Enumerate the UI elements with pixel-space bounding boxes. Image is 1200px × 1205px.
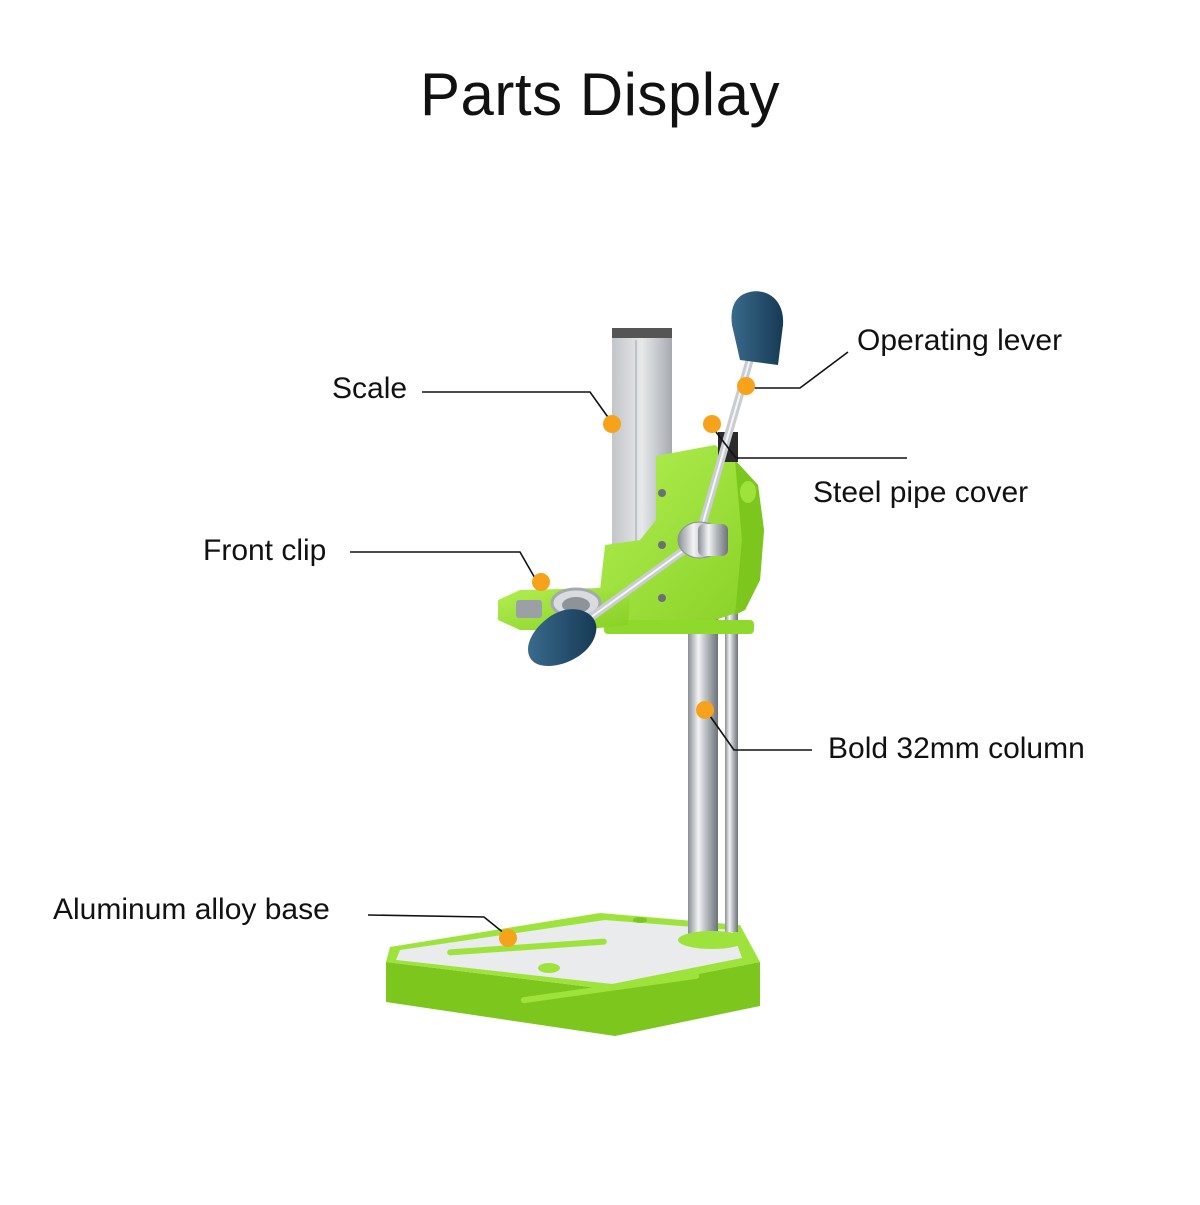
markers (499, 377, 755, 947)
label-steel-pipe-cover: Steel pipe cover (813, 476, 1029, 509)
leader-line-clip (350, 551, 537, 581)
label-base: Aluminum alloy base (53, 893, 330, 926)
column (678, 608, 746, 949)
leader-line-base (367, 914, 506, 935)
base-plate (386, 913, 760, 1036)
operating-lever (528, 291, 784, 666)
label-scale: Scale (332, 372, 408, 405)
front-clip (498, 587, 630, 630)
page-title: Parts Display (420, 61, 780, 128)
leader-line-column (709, 715, 812, 751)
label-operating-lever: Operating lever (857, 324, 1063, 357)
marker-lever (737, 377, 755, 395)
marker-cover (703, 415, 721, 433)
marker-base (499, 929, 517, 947)
leader-line-scale (422, 391, 611, 421)
label-front-clip: Front clip (203, 534, 327, 567)
marker-column (696, 701, 714, 719)
leader-line-lever (748, 351, 849, 389)
leader-lines (350, 351, 907, 935)
marker-clip (532, 573, 550, 591)
marker-scale (603, 415, 621, 433)
label-column: Bold 32mm column (828, 732, 1085, 765)
leader-line-cover (715, 431, 907, 459)
